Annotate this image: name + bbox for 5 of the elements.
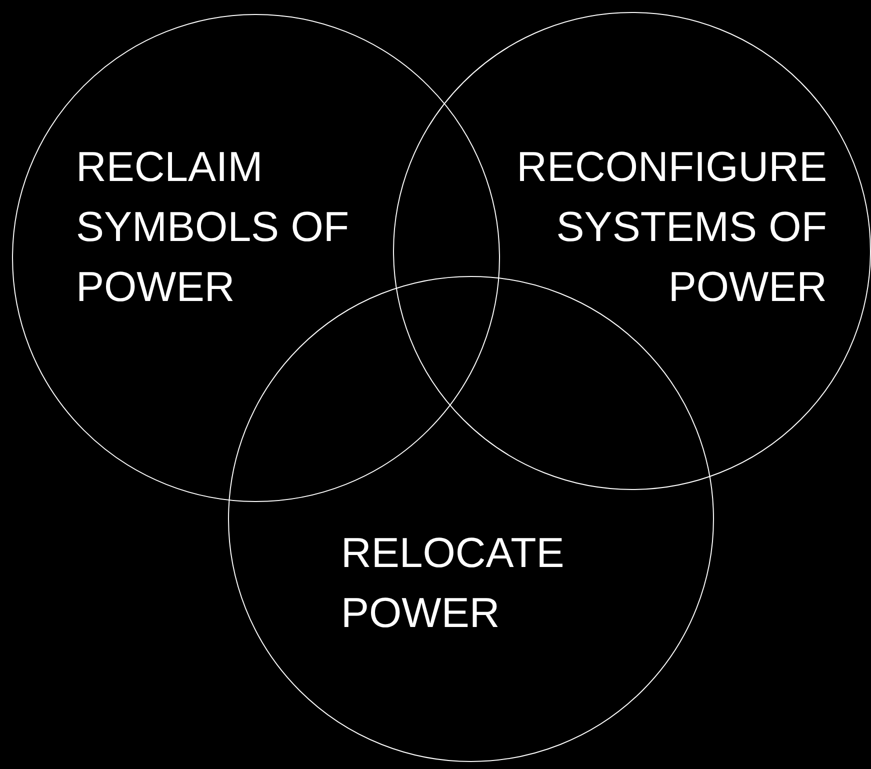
venn-circle — [12, 14, 500, 502]
venn-circle — [393, 12, 871, 490]
circle-label: RECLAIM SYMBOLS OF POWER — [76, 142, 350, 312]
circle-label: RELOCATE POWER — [341, 528, 566, 638]
circle-label: RECONFIGURE SYSTEMS OF POWER — [516, 142, 827, 312]
